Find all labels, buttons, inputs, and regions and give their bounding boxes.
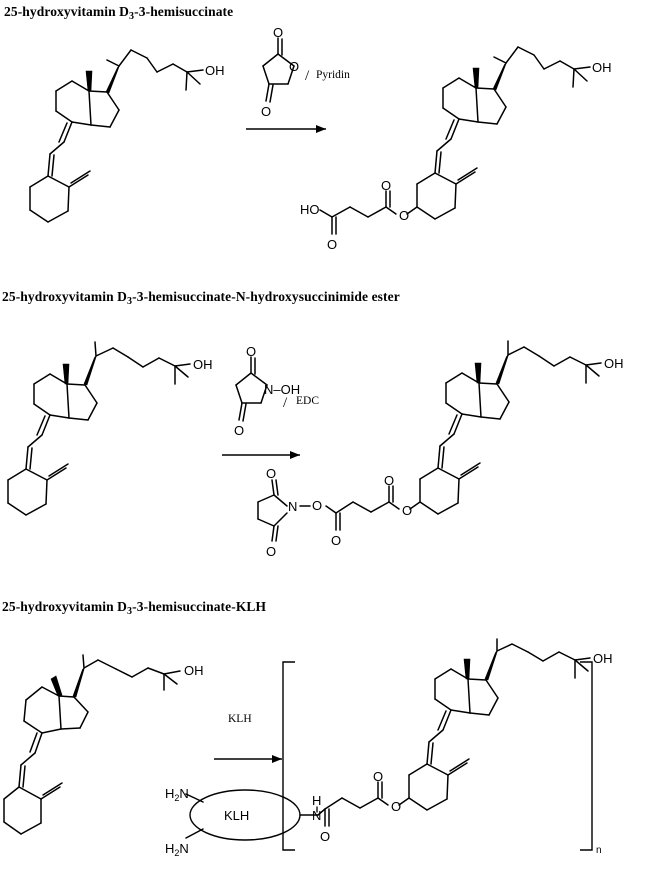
scheme-2-reactant-oh-label: OH: [193, 357, 213, 372]
scheme-2-reagent-carbonyl-o-top: O: [246, 344, 256, 359]
scheme-2-reagent-separator: /: [283, 395, 288, 411]
scheme-3-title: 25-hydroxyvitamin D3-3-hemisuccinate-KLH: [2, 599, 266, 617]
scheme-1-reactant-structure: OH: [29, 49, 225, 223]
scheme-2-product-succinimide-o-top: O: [266, 466, 276, 481]
scheme-2-drawing: OH: [0, 330, 650, 580]
scheme-1-reactant-oh-label: OH: [205, 63, 225, 78]
scheme-3-product-amide-carbonyl-o: O: [320, 829, 330, 844]
scheme-1-reagent-carbonyl-o-bottom: O: [261, 104, 271, 119]
klh-amine-1-label: H2N: [165, 786, 189, 803]
scheme-2-product-oh-label: OH: [604, 356, 624, 371]
repeat-subscript-n: n: [596, 845, 602, 856]
scheme-2-reaction-arrow: [222, 451, 300, 459]
scheme-2-product-structure: OH: [257, 340, 624, 559]
scheme-3-reagent: KLH: [214, 713, 282, 763]
scheme-1-product-structure: OH: [300, 46, 612, 252]
scheme-2-reactant-structure: OH: [7, 341, 213, 516]
scheme-1-title: 25-hydroxyvitamin D3-3-hemisuccinate: [4, 4, 233, 22]
scheme-2-product-ester-carbonyl-o: O: [384, 473, 394, 488]
scheme-3-title-post: -3-hemisuccinate-KLH: [132, 599, 267, 614]
scheme-3-reactant-structure: OH: [3, 654, 204, 835]
klh-amine-2-label: H2N: [165, 841, 189, 858]
scheme-2-reagent-structure: O O N–OH / EDC: [234, 344, 319, 438]
scheme-2-reagent-label: EDC: [296, 395, 319, 407]
scheme-2-product-nhs-n-label: N: [288, 499, 297, 514]
scheme-1-reaction-arrow: [246, 125, 326, 133]
scheme-2-reagent-carbonyl-o-bottom: O: [234, 423, 244, 438]
scheme-3-product-oh-label: OH: [593, 651, 613, 666]
scheme-2-product-nhs-o-label: O: [312, 498, 322, 513]
scheme-2-product-succinimide-o-bottom: O: [266, 544, 276, 559]
scheme-3-title-pre: 25-hydroxyvitamin D: [2, 599, 128, 614]
scheme-3-drawing: OH: [0, 638, 650, 870]
scheme-1-title-sub: 3: [129, 11, 135, 22]
scheme-1-product-oh-label: OH: [592, 60, 612, 75]
scheme-3-product-amide-n-label: N: [312, 808, 321, 823]
scheme-3-product-ester-carbonyl-o: O: [373, 769, 383, 784]
scheme-1-product-acid-carbonyl-o: O: [327, 237, 337, 252]
scheme-3-repeat-brackets: n: [282, 661, 602, 856]
klh-ellipse-label: KLH: [224, 808, 249, 823]
scheme-1-reagent-separator: /: [305, 68, 310, 84]
scheme-3-title-sub: 3: [127, 606, 133, 617]
scheme-1-reagent-carbonyl-o-top: O: [273, 25, 283, 40]
scheme-1-reagent-label: Pyridin: [316, 69, 350, 81]
scheme-3-product-structure: OH: [312, 638, 613, 844]
scheme-1-product-acid-ho-label: HO: [300, 202, 320, 217]
scheme-1-title-post: -3-hemisuccinate: [134, 4, 234, 19]
scheme-2-title-post: -3-hemisuccinate-N-hydroxysuccinimide es…: [132, 289, 400, 304]
scheme-1-title-pre: 25-hydroxyvitamin D: [4, 4, 130, 19]
scheme-1-product-ester-carbonyl-o: O: [381, 178, 391, 193]
scheme-3-product-amide-h-label: H: [312, 793, 321, 808]
scheme-1-drawing: OH: [0, 24, 650, 284]
scheme-2-reagent-n-oh-label: N–OH: [264, 382, 300, 397]
scheme-3-reagent-label: KLH: [228, 713, 252, 725]
scheme-2-title-sub: 3: [127, 296, 133, 307]
scheme-2-product-ester-oxygen: O: [402, 503, 412, 518]
scheme-2-title-pre: 25-hydroxyvitamin D: [2, 289, 128, 304]
scheme-1-reagent-ring-o: O: [289, 59, 299, 74]
scheme-3-klh-carrier: KLH H2N H2N: [165, 786, 319, 858]
scheme-3-product-ester-oxygen: O: [391, 799, 401, 814]
scheme-2-product-activated-carbonyl-o: O: [331, 533, 341, 548]
scheme-2-title: 25-hydroxyvitamin D3-3-hemisuccinate-N-h…: [2, 289, 400, 307]
scheme-1-reagent-structure: O O O / Pyridin: [261, 25, 350, 119]
scheme-1-product-ester-oxygen: O: [399, 208, 409, 223]
scheme-3-reactant-oh-label: OH: [184, 663, 204, 678]
